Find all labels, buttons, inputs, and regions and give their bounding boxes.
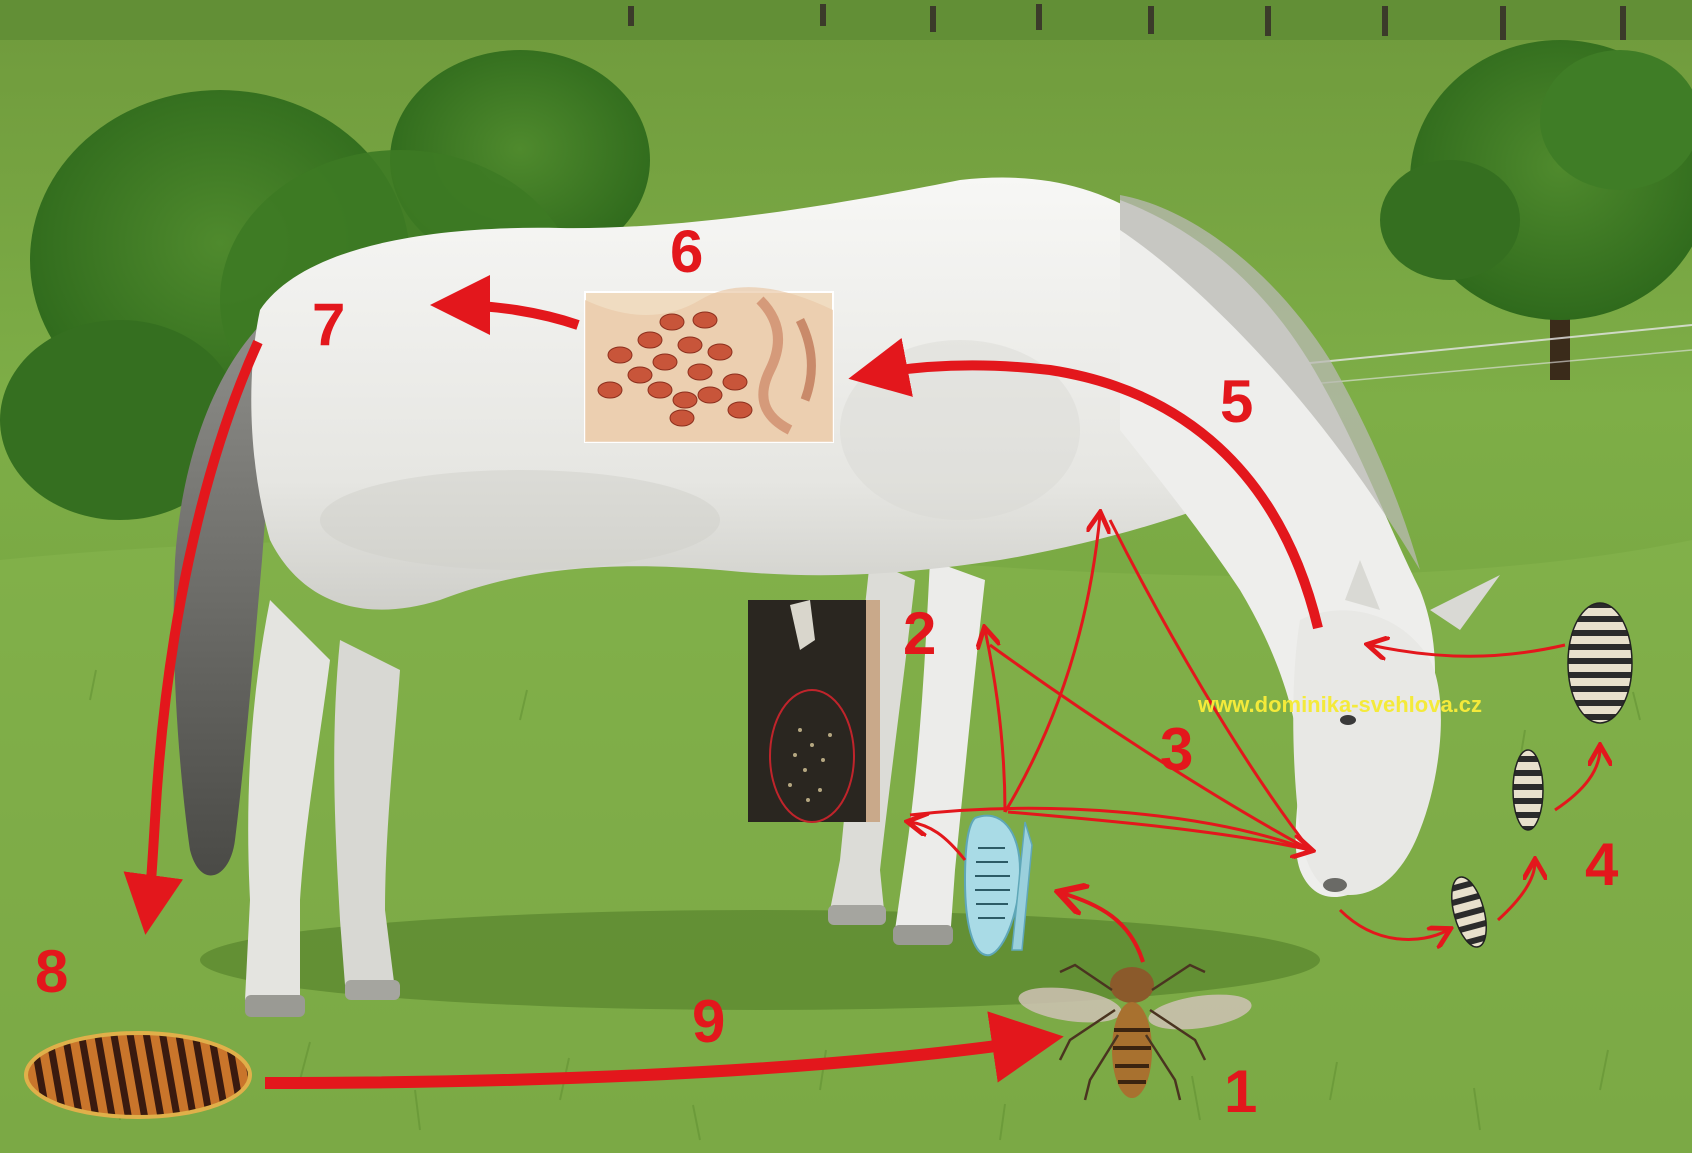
stage-label-6: 6 bbox=[670, 218, 703, 285]
watermark-text: www.dominika-svehlova.cz bbox=[1197, 692, 1482, 717]
stage-label-2: 2 bbox=[903, 600, 936, 667]
eggs-on-hair-photo bbox=[748, 600, 880, 822]
stage-label-4: 4 bbox=[1585, 831, 1619, 898]
stage-label-3: 3 bbox=[1160, 716, 1193, 783]
stage-label-5: 5 bbox=[1220, 368, 1253, 435]
stomach-larvae-photo bbox=[585, 287, 833, 442]
larva-icon-large bbox=[1568, 603, 1632, 723]
stage-label-1: 1 bbox=[1224, 1058, 1257, 1125]
stage-label-8: 8 bbox=[35, 938, 68, 1005]
stage-label-9: 9 bbox=[692, 988, 725, 1055]
distant-field bbox=[0, 0, 1692, 40]
larva-icon-medium bbox=[1513, 750, 1543, 830]
stage-label-7: 7 bbox=[312, 291, 345, 358]
pupa-icon bbox=[26, 1033, 250, 1117]
